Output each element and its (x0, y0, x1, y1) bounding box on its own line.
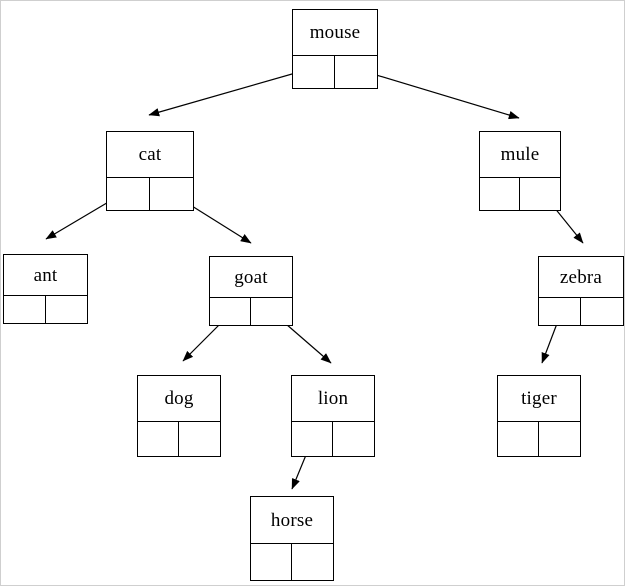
tree-node-pointer-row (480, 178, 560, 210)
left-pointer-cell[interactable] (107, 178, 150, 210)
right-pointer-cell[interactable] (179, 422, 220, 456)
right-pointer-cell[interactable] (520, 178, 560, 210)
tree-node-goat[interactable]: goat (209, 256, 293, 326)
tree-node-label: dog (138, 376, 220, 422)
right-pointer-cell[interactable] (251, 298, 292, 325)
tree-node-label: tiger (498, 376, 580, 422)
right-pointer-cell[interactable] (46, 296, 88, 323)
tree-node-label: mouse (293, 10, 377, 56)
tree-node-horse[interactable]: horse (250, 496, 334, 581)
tree-node-pointer-row (4, 296, 87, 323)
tree-node-label: lion (292, 376, 374, 422)
right-pointer-cell[interactable] (581, 298, 623, 325)
tree-node-mouse[interactable]: mouse (292, 9, 378, 89)
tree-node-zebra[interactable]: zebra (538, 256, 624, 326)
tree-node-ant[interactable]: ant (3, 254, 88, 324)
tree-node-label: horse (251, 497, 333, 544)
right-pointer-cell[interactable] (150, 178, 193, 210)
tree-node-pointer-row (293, 56, 377, 88)
tree-node-label: ant (4, 255, 87, 296)
right-pointer-cell[interactable] (292, 544, 333, 580)
edge-mouse-left-to-cat (148, 67, 314, 117)
tree-node-mule[interactable]: mule (479, 131, 561, 211)
tree-node-pointer-row (138, 422, 220, 456)
left-pointer-cell[interactable] (498, 422, 539, 456)
tree-node-pointer-row (107, 178, 193, 210)
tree-node-pointer-row (210, 298, 292, 325)
tree-node-pointer-row (251, 544, 333, 580)
tree-node-label: goat (210, 257, 292, 298)
right-pointer-cell[interactable] (335, 56, 377, 88)
left-pointer-cell[interactable] (539, 298, 581, 325)
tree-node-pointer-row (292, 422, 374, 456)
tree-node-label: mule (480, 132, 560, 178)
tree-node-label: cat (107, 132, 193, 178)
tree-node-pointer-row (498, 422, 580, 456)
tree-node-lion[interactable]: lion (291, 375, 375, 457)
left-pointer-cell[interactable] (292, 422, 333, 456)
left-pointer-cell[interactable] (251, 544, 292, 580)
tree-node-pointer-row (539, 298, 623, 325)
tree-node-tiger[interactable]: tiger (497, 375, 581, 457)
tree-node-dog[interactable]: dog (137, 375, 221, 457)
left-pointer-cell[interactable] (480, 178, 520, 210)
left-pointer-cell[interactable] (293, 56, 335, 88)
tree-node-label: zebra (539, 257, 623, 298)
right-pointer-cell[interactable] (333, 422, 374, 456)
left-pointer-cell[interactable] (4, 296, 46, 323)
tree-node-cat[interactable]: cat (106, 131, 194, 211)
left-pointer-cell[interactable] (138, 422, 179, 456)
left-pointer-cell[interactable] (210, 298, 251, 325)
right-pointer-cell[interactable] (539, 422, 580, 456)
